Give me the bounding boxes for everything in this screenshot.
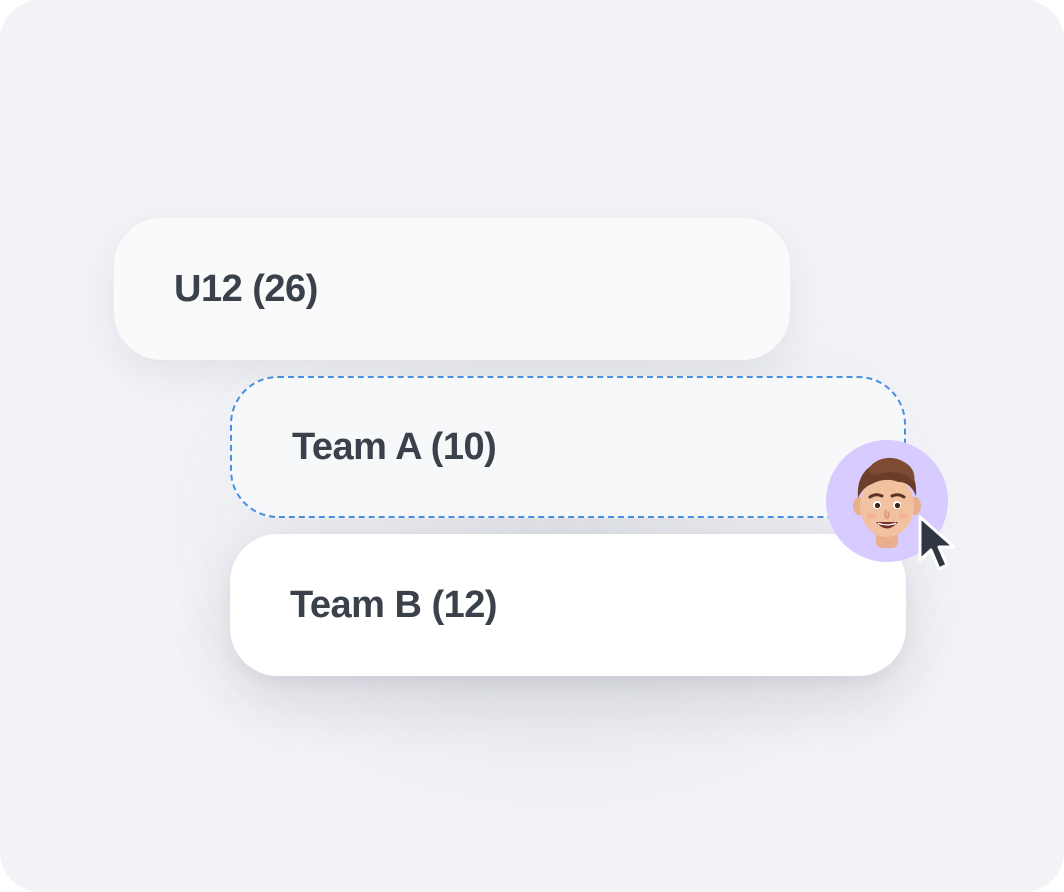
drop-target-team-a[interactable]: Team A (10) xyxy=(230,376,906,518)
team-b-item[interactable]: Team B (12) xyxy=(230,534,906,676)
arrow-cursor-icon xyxy=(918,515,956,571)
user-avatar xyxy=(826,440,948,562)
team-b-label: Team B (12) xyxy=(290,583,498,626)
group-u12-label: U12 (26) xyxy=(174,267,318,310)
team-a-label: Team A (10) xyxy=(292,425,497,468)
memoji-avatar-icon xyxy=(853,457,921,548)
group-u12[interactable]: U12 (26) xyxy=(114,218,790,360)
